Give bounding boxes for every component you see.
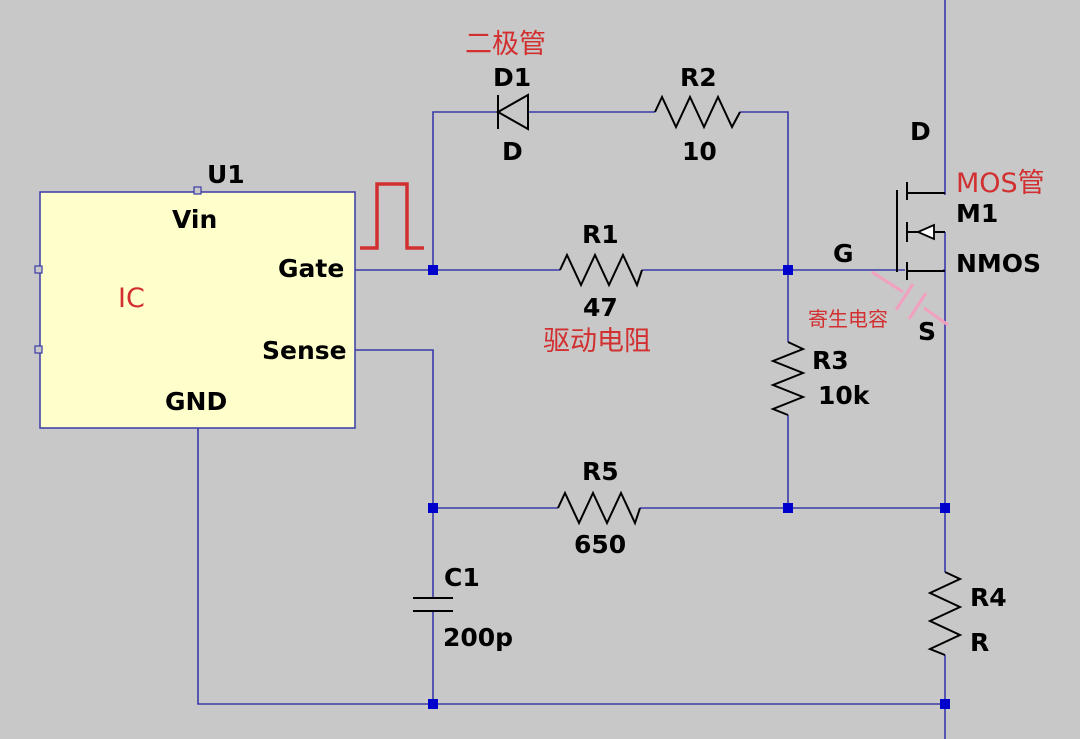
ic-name: IC [118,283,145,314]
node-gate-split [428,265,438,275]
r1-ref: R1 [582,220,619,249]
r5-value: 650 [574,530,626,559]
mosfet-annotation: MOS管 [956,168,1045,199]
ic-pin-vin: Vin [172,205,217,234]
ic-ref: U1 [207,160,245,189]
parasitic-capacitance: 寄生电容 [808,270,949,331]
parasitic-lead-right [923,306,949,327]
node-gnd-c1 [428,699,438,709]
wires [197,0,946,739]
ic-u1: U1 Vin Gate Sense GND IC [34,160,356,429]
ic-pin-sense: Sense [262,336,347,365]
diode-ref: D1 [493,63,531,92]
wire-sense [355,349,434,598]
r1-zigzag [559,252,643,288]
node-sense-r5 [428,503,438,513]
r3-ref: R3 [812,346,849,375]
r4-value: R [970,628,989,657]
ic-body [39,191,356,429]
node-gnd-r4 [940,699,950,709]
wire-diode-branch-left [432,111,498,270]
node-gate-r3 [783,265,793,275]
ic-pin-left-1 [34,265,43,274]
capacitor-c1: C1 200p [413,563,513,652]
c1-ref: C1 [444,563,480,592]
r5-ref: R5 [582,457,619,486]
c1-value: 200p [443,623,513,652]
node-r3-r5 [783,503,793,513]
ic-pin-left-2 [34,345,43,354]
r4-zigzag [927,571,963,656]
mosfet-model: NMOS [956,249,1041,278]
mosfet-gate-label: G [833,239,854,268]
parasitic-lead-left [871,270,904,294]
ic-pin-top [193,186,202,195]
mosfet-m1: D G S M1 NMOS MOS管 [833,117,1045,346]
mosfet-ref: M1 [956,199,998,228]
ic-pin-gate: Gate [278,254,344,283]
r3-value: 10k [818,381,871,410]
diode-annotation: 二极管 [465,29,546,60]
resistor-r1: R1 47 驱动电阻 [543,220,651,357]
r2-ref: R2 [680,63,717,92]
ic-pin-gnd: GND [165,387,227,416]
junction-nodes [428,265,950,709]
diode-value: D [502,137,523,166]
mosfet-drain-label: D [910,117,931,146]
wire-r2-right [740,111,789,270]
parasitic-plate-1 [894,283,915,311]
r5-zigzag [557,490,641,526]
resistor-r4: R4 R [927,571,1007,657]
resistor-r2: R2 10 [654,63,741,166]
resistor-r5: R5 650 [557,457,641,559]
r1-value: 47 [583,293,618,322]
r3-zigzag [770,341,806,416]
r2-value: 10 [682,137,717,166]
resistor-r3: R3 10k [770,341,871,416]
r4-ref: R4 [970,583,1007,612]
parasitic-plate-2 [907,292,928,320]
diode-triangle [495,93,529,131]
mosfet-source-label: S [918,317,936,346]
r1-annotation: 驱动电阻 [543,326,651,357]
gate-pulse-icon [360,182,424,250]
mosfet-arrow-icon [915,223,935,241]
wire-gnd [197,428,946,739]
node-source-r5 [940,503,950,513]
parasitic-note: 寄生电容 [808,307,888,331]
r2-zigzag [654,94,741,130]
diode-d1: 二极管 D1 D [465,29,546,166]
